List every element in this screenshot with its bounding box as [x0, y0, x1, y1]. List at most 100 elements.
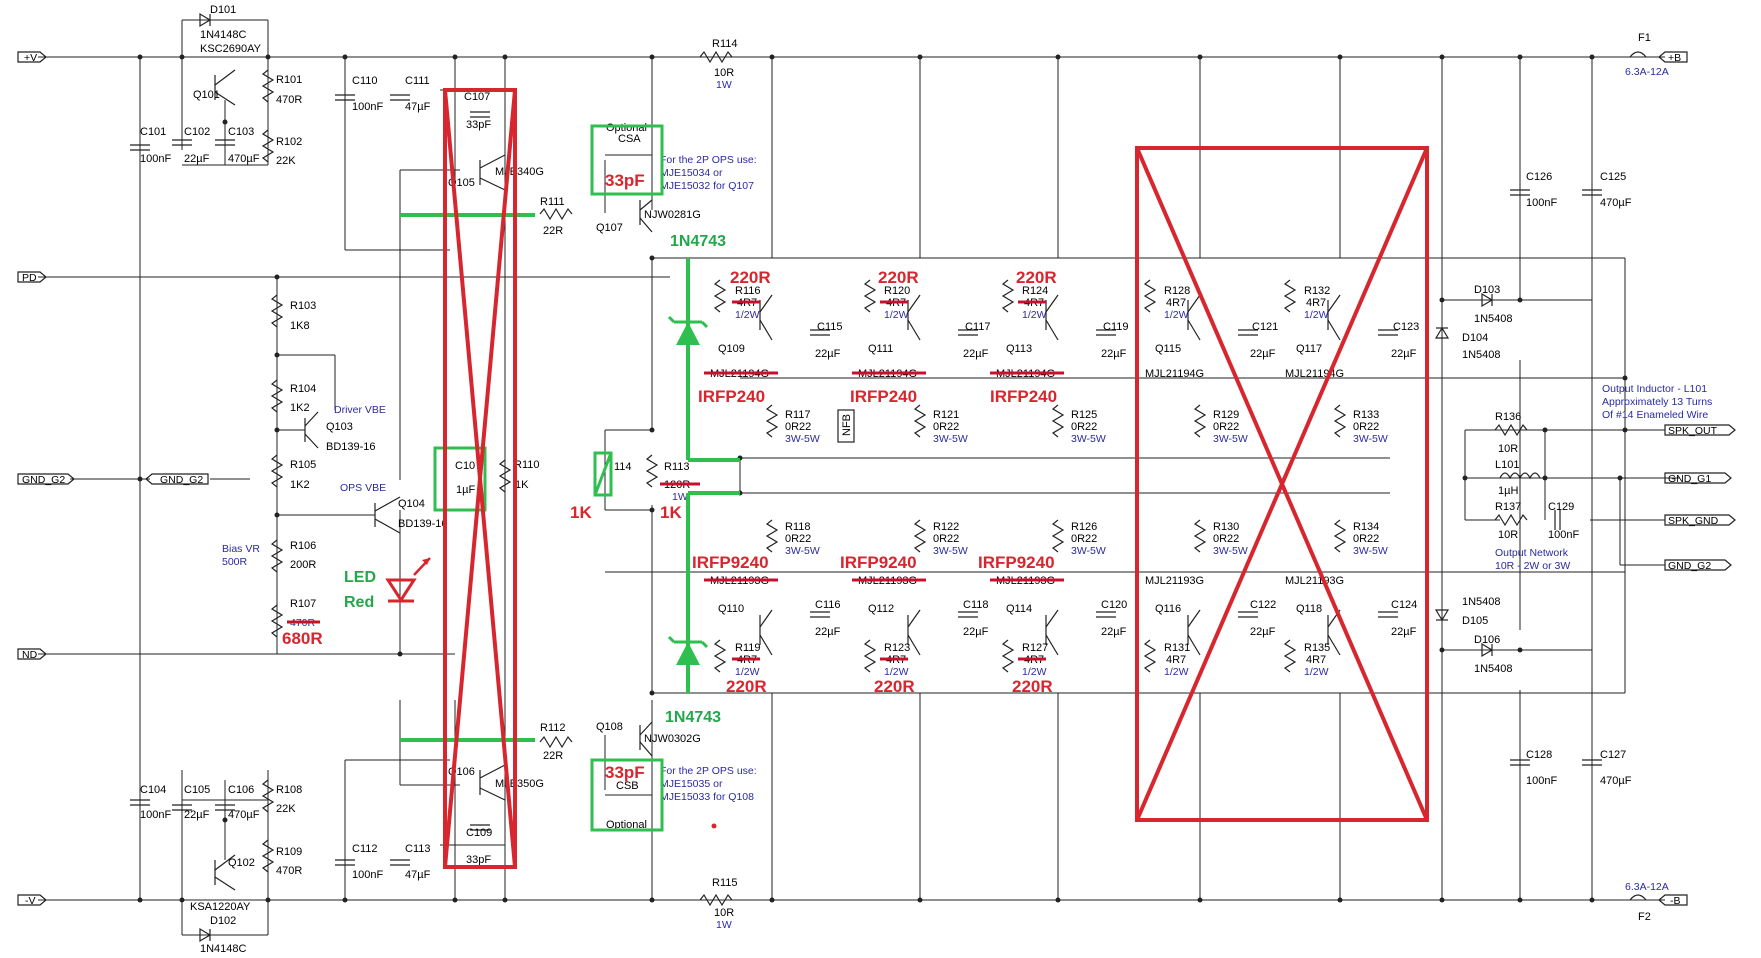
wires [38, 19, 1680, 936]
r128-label: R128 [1164, 285, 1190, 297]
c129-label: C129 [1548, 501, 1574, 513]
r136-value: 10R [1498, 443, 1518, 455]
output-network-line1: Output Network [1495, 547, 1569, 559]
r132-value: 4R7 [1306, 297, 1326, 309]
q112-label: Q112 [868, 603, 894, 615]
q117-label: Q117 [1296, 343, 1322, 355]
r131-value: 4R7 [1166, 654, 1186, 666]
r128-power: 1/2W [1164, 309, 1189, 321]
port-pos-v [17, 51, 47, 63]
r114b-highlight-box [593, 451, 613, 497]
c128-label: C128 [1526, 749, 1552, 761]
r129-power: 3W-5W [1213, 433, 1248, 445]
q104-label: Q104 [398, 498, 425, 510]
q110-new-part: IRFP9240 [692, 553, 769, 572]
vas-removal-diagonal-2 [443, 89, 517, 868]
bias-vr-value: 500R [222, 556, 248, 568]
r107-label: R107 [290, 598, 316, 610]
d105-label: D105 [1462, 615, 1488, 627]
red-annotations: 220R 220R 220R IRFP240 IRFP240 IRFP240 I… [282, 88, 1429, 869]
r120-new-value: 220R [878, 268, 919, 287]
r122-power: 3W-5W [933, 545, 968, 557]
c122-value: 22µF [1250, 626, 1276, 638]
q114-new-part: IRFP9240 [978, 553, 1055, 572]
port-labels: +V PD GND_G2 GND_G2 ND -V +B -B SPK_OUT … [17, 51, 1736, 907]
r123-new-value: 220R [874, 677, 915, 696]
c126-value: 100nF [1526, 197, 1557, 209]
note-2p-top-line1: For the 2P OPS use: [660, 154, 757, 166]
port-gnd-g1-label: GND_G1 [1668, 473, 1711, 485]
r113-new-value: 1K [660, 503, 682, 522]
r119-new-value: 220R [726, 677, 767, 696]
r118-power: 3W-5W [785, 545, 820, 557]
r134-power: 3W-5W [1353, 545, 1388, 557]
output-removal-box [1135, 146, 1429, 822]
port-spk-out-label: SPK_OUT [1668, 425, 1718, 437]
led-label: LED [344, 569, 376, 586]
r115-label: R115 [712, 877, 737, 889]
r116-power: 1/2W [735, 309, 760, 321]
f1-value: 6.3A-12A [1625, 66, 1669, 78]
green-annotations: 1N4743 1N4743 LED Red [344, 124, 740, 832]
c118-label: C118 [963, 599, 988, 611]
r136-label: R136 [1495, 411, 1521, 423]
note-2p-bot-line1: For the 2P OPS use: [660, 765, 757, 777]
c107-value: 33pF [466, 119, 491, 131]
r126-power: 3W-5W [1071, 545, 1106, 557]
r101-label: R101 [276, 74, 302, 86]
c110-value: 100nF [352, 101, 383, 113]
r112-value: 22R [543, 750, 563, 762]
r123-power: 1/2W [884, 666, 909, 678]
c113-label: C113 [405, 843, 430, 855]
r123-label: R123 [884, 642, 910, 654]
r114b-highlight-diagonal [593, 452, 613, 496]
r118-label: R118 [785, 521, 810, 533]
f1-label: F1 [1638, 32, 1651, 44]
zener-bottom-label: 1N4743 [665, 709, 721, 726]
c117-label: C117 [965, 321, 990, 333]
zener-diode-top [667, 315, 709, 345]
c108-highlight-box [433, 446, 487, 512]
r124-new-value: 220R [1016, 268, 1057, 287]
r127-new-value: 220R [1012, 677, 1053, 696]
r135-value: 4R7 [1306, 654, 1326, 666]
q115-part: MJL21194G [1145, 368, 1204, 380]
r124-power: 1/2W [1022, 309, 1047, 321]
c101-label: C101 [140, 126, 166, 138]
c113-value: 47µF [405, 869, 431, 881]
r119-label: R119 [735, 642, 760, 654]
output-network-line2: 10R - 2W or 3W [1495, 560, 1570, 572]
csb-optional-label: Optional [606, 819, 647, 831]
q116-label: Q116 [1155, 603, 1181, 615]
q102-label: Q102 [228, 857, 255, 869]
r125-power: 3W-5W [1071, 433, 1106, 445]
c125-value: 470µF [1600, 197, 1632, 209]
r115-value: 10R [714, 907, 734, 919]
r115-power: 1W [716, 919, 732, 931]
c128-value: 100nF [1526, 775, 1557, 787]
r110-value: 1K [515, 479, 529, 491]
r134-value: 0R22 [1353, 533, 1379, 545]
port-pos-b-label: +B [1668, 52, 1681, 64]
r104-value: 1K2 [290, 402, 310, 414]
c117-value: 22µF [963, 348, 989, 360]
c120-label: C120 [1101, 599, 1127, 611]
d101-value: 1N4148C [200, 29, 247, 41]
c111-label: C111 [405, 75, 430, 87]
r114b-label: 114 [614, 461, 632, 473]
d103-value: 1N5408 [1474, 313, 1513, 325]
c115-label: C115 [817, 321, 842, 333]
r117-label: R117 [785, 409, 810, 421]
r135-power: 1/2W [1304, 666, 1329, 678]
port-spk-gnd [1664, 514, 1736, 526]
c101-value: 100nF [140, 153, 171, 165]
c120-value: 22µF [1101, 626, 1127, 638]
note-2p-top-line2: MJE15034 or [660, 167, 723, 179]
c124-label: C124 [1391, 599, 1417, 611]
c102-value: 22µF [184, 153, 210, 165]
r130-power: 3W-5W [1213, 545, 1248, 557]
r130-label: R130 [1213, 521, 1239, 533]
port-gnd-g2-mid-label: GND_G2 [160, 474, 203, 486]
q116-part: MJL21193G [1145, 575, 1204, 587]
